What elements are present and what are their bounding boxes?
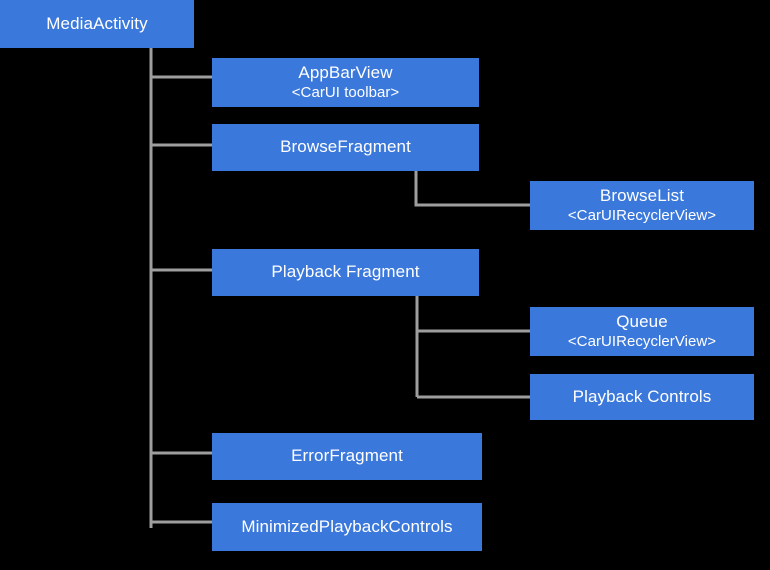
node-title-media-activity: MediaActivity: [46, 13, 148, 33]
node-title-app-bar-view: AppBarView: [298, 63, 393, 83]
connector-branch-browse-list: [414, 171, 530, 207]
node-app-bar-view[interactable]: AppBarView<CarUI toolbar>: [212, 58, 479, 107]
node-title-minimized-playback-controls: MinimizedPlaybackControls: [241, 516, 453, 536]
node-media-activity[interactable]: MediaActivity: [0, 0, 194, 48]
node-title-queue: Queue: [616, 312, 668, 332]
node-title-error-fragment: ErrorFragment: [291, 446, 403, 466]
node-subtitle-queue: <CarUIRecyclerView>: [567, 333, 717, 351]
node-error-fragment[interactable]: ErrorFragment: [212, 433, 482, 480]
node-browse-fragment[interactable]: BrowseFragment: [212, 124, 479, 171]
node-browse-list[interactable]: BrowseList<CarUIRecyclerView>: [530, 181, 754, 230]
node-title-browse-list: BrowseList: [599, 186, 685, 206]
node-title-playback-fragment: Playback Fragment: [271, 262, 420, 282]
node-title-playback-controls: Playback Controls: [572, 386, 712, 406]
node-subtitle-browse-list: <CarUIRecyclerView>: [567, 207, 717, 225]
node-minimized-playback-controls[interactable]: MinimizedPlaybackControls: [212, 503, 482, 551]
node-playback-controls[interactable]: Playback Controls: [530, 374, 754, 420]
node-title-browse-fragment: BrowseFragment: [280, 137, 411, 157]
node-queue[interactable]: Queue<CarUIRecyclerView>: [530, 307, 754, 356]
node-playback-fragment[interactable]: Playback Fragment: [212, 249, 479, 296]
node-subtitle-app-bar-view: <CarUI toolbar>: [291, 84, 400, 102]
